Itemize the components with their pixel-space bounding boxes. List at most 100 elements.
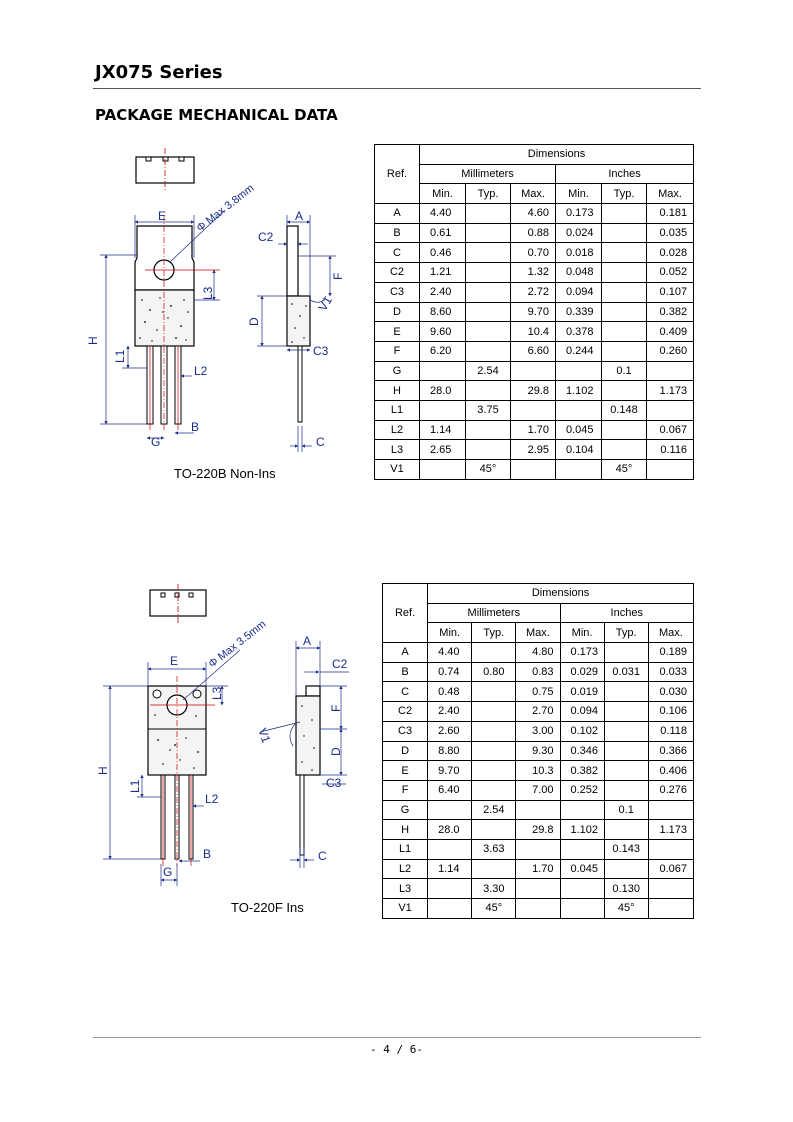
value-cell — [465, 262, 511, 283]
value-cell: 2.40 — [419, 281, 466, 303]
front-view — [147, 676, 215, 866]
value-cell: 0.260 — [645, 340, 695, 362]
value-cell — [647, 878, 695, 899]
value-cell: 0.094 — [555, 281, 602, 303]
value-cell: 1.173 — [645, 380, 695, 401]
value-cell — [465, 419, 511, 441]
value-cell — [647, 838, 695, 860]
value-cell — [647, 799, 695, 821]
value-cell — [471, 819, 517, 840]
value-cell: 1.14 — [427, 858, 473, 880]
dimensions-header: Dimensions — [427, 583, 694, 604]
value-cell — [601, 281, 647, 303]
value-cell: 0.366 — [647, 740, 695, 762]
value-cell: 0.189 — [647, 642, 695, 663]
value-cell — [465, 222, 511, 244]
value-cell: 3.75 — [465, 399, 511, 421]
value-cell: 0.382 — [559, 760, 605, 781]
value-cell — [515, 838, 561, 860]
value-cell: 3.30 — [471, 878, 517, 899]
ref-cell: L1 — [374, 399, 420, 421]
value-cell: 0.067 — [645, 419, 695, 441]
value-cell: 0.74 — [427, 661, 473, 683]
ref-cell: A — [374, 203, 420, 224]
value-cell — [465, 340, 511, 362]
value-cell: 4.60 — [510, 203, 556, 224]
ref-cell: V1 — [374, 459, 420, 480]
millimeters-header: Millimeters — [419, 163, 556, 185]
value-cell — [559, 898, 605, 919]
label-G: G — [163, 865, 172, 879]
value-cell — [645, 360, 695, 382]
top-view — [135, 148, 195, 192]
value-cell: 0.116 — [645, 439, 695, 460]
value-cell: 9.60 — [419, 321, 466, 342]
inches-header: Inches — [559, 602, 694, 624]
ref-cell: H — [381, 819, 429, 840]
label-V1: V1 — [255, 726, 273, 745]
value-cell — [603, 681, 649, 703]
value-cell — [603, 858, 649, 880]
value-cell — [465, 380, 511, 401]
value-cell: 0.018 — [555, 242, 602, 264]
value-cell: 2.54 — [465, 360, 511, 382]
label-C3: C3 — [326, 776, 342, 790]
value-cell — [510, 360, 556, 382]
ref-cell: C3 — [374, 281, 420, 303]
value-cell — [601, 380, 647, 401]
value-cell: 0.045 — [555, 419, 602, 441]
value-cell — [601, 419, 647, 441]
value-cell: 0.252 — [559, 779, 605, 801]
value-cell — [471, 642, 517, 663]
ref-cell: V1 — [381, 898, 429, 919]
value-cell: 0.1 — [601, 360, 647, 382]
value-cell — [559, 838, 605, 860]
value-cell — [427, 838, 473, 860]
value-cell: 3.63 — [471, 838, 517, 860]
ref-cell: C — [374, 242, 420, 264]
value-cell: 2.40 — [427, 701, 473, 722]
value-cell: 0.094 — [559, 701, 605, 722]
series-title: JX075 Series — [95, 62, 223, 83]
package-label-to220f: TO-220F Ins — [231, 900, 304, 915]
value-cell: 0.067 — [647, 858, 695, 880]
value-cell: 1.14 — [419, 419, 466, 441]
value-cell: 0.019 — [559, 681, 605, 703]
label-L3: L3 — [201, 286, 215, 300]
value-cell — [471, 681, 517, 703]
value-cell — [510, 399, 556, 421]
value-cell: 0.46 — [419, 242, 466, 264]
value-cell: 0.102 — [559, 720, 605, 742]
ref-cell: F — [381, 779, 429, 801]
value-cell — [419, 459, 466, 480]
value-cell: 0.118 — [647, 720, 695, 742]
inches-header: Inches — [554, 163, 695, 185]
value-cell — [471, 720, 517, 742]
value-cell — [601, 321, 647, 342]
label-A: A — [303, 634, 311, 648]
label-E: E — [170, 654, 178, 668]
value-cell: 0.409 — [645, 321, 695, 342]
sub-header-row: Min.Typ.Max.Min.Typ.Max. — [383, 622, 695, 644]
ref-cell: L2 — [381, 858, 429, 880]
millimeters-header: Millimeters — [427, 602, 561, 624]
label-phi: Φ Max 3.5mm — [206, 618, 268, 670]
value-cell: 9.70 — [510, 301, 556, 323]
value-cell — [603, 720, 649, 742]
ref-cell: A — [381, 642, 429, 663]
value-cell: 2.54 — [471, 799, 517, 821]
